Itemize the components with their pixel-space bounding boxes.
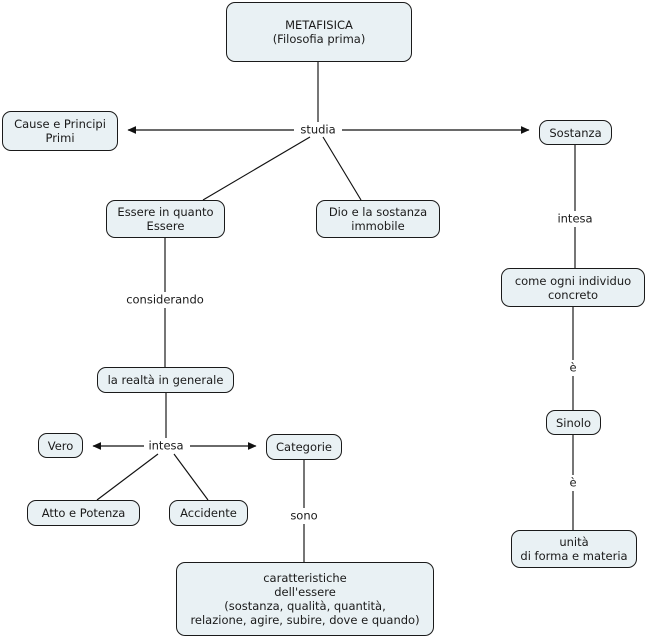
node-essere-in-quanto-essere[interactable]: Essere in quanto Essere bbox=[106, 200, 225, 238]
node-unita-di-forma-e-materia[interactable]: unità di forma e materia bbox=[511, 530, 637, 568]
node-categorie[interactable]: Categorie bbox=[266, 434, 342, 460]
node-cause-e-principi-primi[interactable]: Cause e Principi Primi bbox=[2, 111, 118, 151]
link-label-considerando: considerando bbox=[123, 293, 207, 307]
link-label-e-sinolo-unita: è bbox=[566, 476, 580, 490]
edge-studia-dio bbox=[322, 136, 362, 201]
link-label-e-individuo-sinolo: è bbox=[566, 361, 580, 375]
link-label-studia: studia bbox=[297, 123, 339, 137]
node-caratteristiche-dell-essere[interactable]: caratteristiche dell'essere (sostanza, q… bbox=[176, 562, 434, 636]
node-dio-e-la-sostanza-immobile[interactable]: Dio e la sostanza immobile bbox=[316, 200, 440, 238]
node-la-realta-in-generale[interactable]: la realtà in generale bbox=[97, 367, 234, 393]
edge-intesa-accidente bbox=[173, 453, 209, 501]
link-label-sono: sono bbox=[287, 509, 321, 523]
node-come-ogni-individuo-concreto[interactable]: come ogni individuo concreto bbox=[501, 268, 645, 307]
node-sinolo[interactable]: Sinolo bbox=[546, 410, 601, 435]
edge-intesa-atto bbox=[96, 453, 159, 501]
node-atto-e-potenza[interactable]: Atto e Potenza bbox=[27, 500, 140, 526]
node-vero[interactable]: Vero bbox=[38, 433, 83, 458]
link-label-intesa-realta: intesa bbox=[145, 439, 187, 453]
link-label-intesa-sostanza: intesa bbox=[554, 212, 596, 226]
node-sostanza[interactable]: Sostanza bbox=[539, 120, 612, 145]
edge-studia-essere bbox=[202, 136, 311, 201]
node-metafisica[interactable]: METAFISICA (Filosofia prima) bbox=[226, 2, 412, 62]
node-accidente[interactable]: Accidente bbox=[169, 500, 248, 526]
